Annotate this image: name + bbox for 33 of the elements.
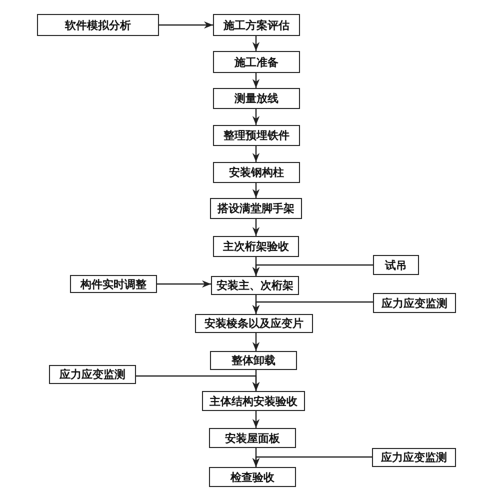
arrow	[252, 333, 260, 351]
process-box: 应力应变监测	[49, 365, 136, 384]
process-box: 检查验收	[209, 467, 296, 487]
arrow	[157, 280, 211, 288]
process-box: 软件模拟分析	[37, 14, 159, 36]
arrow	[252, 36, 260, 51]
process-box: 搭设满堂脚手架	[210, 198, 302, 219]
process-box: 构件实时调整	[70, 275, 157, 293]
process-box: 安装棱条以及应变片	[195, 314, 313, 333]
process-box: 试吊	[373, 255, 419, 275]
process-box: 主次桁架验收	[213, 236, 299, 257]
arrow	[252, 264, 373, 276]
arrow	[252, 301, 373, 314]
arrow	[252, 456, 372, 467]
arrow	[252, 219, 260, 236]
arrow	[252, 109, 260, 125]
process-box: 测量放线	[213, 88, 300, 109]
process-box: 施工方案评估	[213, 14, 300, 36]
process-box: 施工准备	[213, 51, 300, 73]
process-box: 整理预埋铁件	[213, 125, 300, 146]
arrow	[136, 375, 260, 391]
process-box: 安装屋面板	[209, 428, 296, 448]
process-box: 应力应变监测	[372, 448, 456, 467]
arrow	[252, 146, 260, 162]
process-box: 整体卸载	[210, 351, 297, 370]
arrow	[252, 183, 260, 198]
process-box: 安装钢构柱	[213, 162, 300, 183]
process-box: 应力应变监测	[373, 293, 456, 313]
process-box: 安装主、次桁架	[211, 276, 299, 295]
arrow	[159, 21, 213, 29]
process-box: 主体结构安装验收	[202, 391, 305, 411]
arrow	[252, 411, 260, 428]
arrow	[252, 73, 260, 88]
